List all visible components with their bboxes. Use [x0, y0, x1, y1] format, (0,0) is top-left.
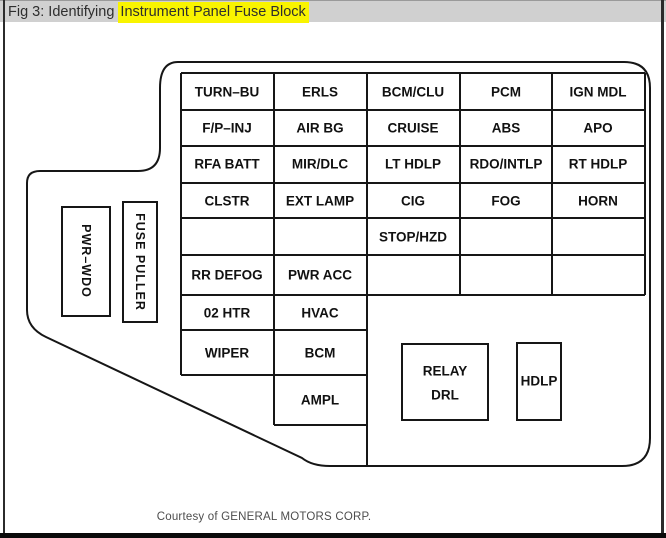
page-left-border — [3, 0, 5, 538]
fuse-label-pwr-wdo: PWR–WDO — [79, 224, 93, 298]
fuse-label-clstr: CLSTR — [205, 194, 250, 209]
relay-drl-box — [401, 343, 489, 421]
hdlp-relay-label: HDLP — [521, 374, 558, 389]
fuse-label-pcm: PCM — [491, 85, 521, 100]
page-bottom-border — [0, 533, 666, 538]
fuse-label-mir-dlc: MIR/DLC — [292, 157, 348, 172]
fuse-label-rdo-intlp: RDO/INTLP — [470, 157, 543, 172]
relay-drl-label-line1: RELAY — [423, 364, 468, 379]
fuse-label-ampl: AMPL — [301, 393, 339, 408]
page-right-border — [661, 0, 664, 538]
fuse-label-hvac: HVAC — [301, 306, 339, 321]
fuse-label-fog: FOG — [491, 194, 520, 209]
fuse-label-02-htr: 02 HTR — [204, 306, 251, 321]
fuse-label-abs: ABS — [492, 121, 521, 136]
pwr-wdo-box — [61, 206, 111, 317]
fuse-block-outline — [26, 61, 651, 467]
fuse-label-lt-hdlp: LT HDLP — [385, 157, 441, 172]
fuse-label-air-bg: AIR BG — [296, 121, 343, 136]
courtesy-caption: Courtesy of GENERAL MOTORS CORP. — [156, 511, 372, 523]
fuse-label-fuse-puller: FUSE PULLER — [133, 213, 147, 311]
fuse-label-bcm: BCM — [305, 346, 336, 361]
fuse-label-bcm-clu: BCM/CLU — [382, 85, 444, 100]
hdlp-relay-box — [516, 342, 562, 421]
relay-drl-label-line2: DRL — [431, 388, 459, 403]
fuse-label-apo: APO — [583, 121, 612, 136]
figure-title-prefix: Fig 3: Identifying — [8, 4, 119, 20]
fuse-label-turn-bu: TURN–BU — [195, 85, 260, 100]
fuse-label-erls: ERLS — [302, 85, 338, 100]
fuse-grid-lines — [180, 72, 646, 466]
fuse-label-rfa-batt: RFA BATT — [194, 157, 260, 172]
fuse-puller-box — [122, 201, 158, 323]
fuse-label-pwr-acc: PWR ACC — [288, 268, 352, 283]
fuse-label-cruise: CRUISE — [387, 121, 438, 136]
fuse-label-ign-mdl: IGN MDL — [570, 85, 627, 100]
figure-title-highlight: Instrument Panel Fuse Block — [118, 2, 309, 23]
fuse-label-fp-inj: F/P–INJ — [202, 121, 252, 136]
fuse-label-cig: CIG — [401, 194, 425, 209]
fuse-label-stop-hzd: STOP/HZD — [379, 230, 447, 245]
fuse-label-rr-defog: RR DEFOG — [191, 268, 262, 283]
fuse-label-horn: HORN — [578, 194, 618, 209]
fuse-label-rt-hdlp: RT HDLP — [569, 157, 628, 172]
figure-title-bar: Fig 3: Identifying Instrument Panel Fuse… — [0, 0, 666, 23]
fuse-label-wiper: WIPER — [205, 346, 250, 361]
fuse-label-ext-lamp: EXT LAMP — [286, 194, 354, 209]
